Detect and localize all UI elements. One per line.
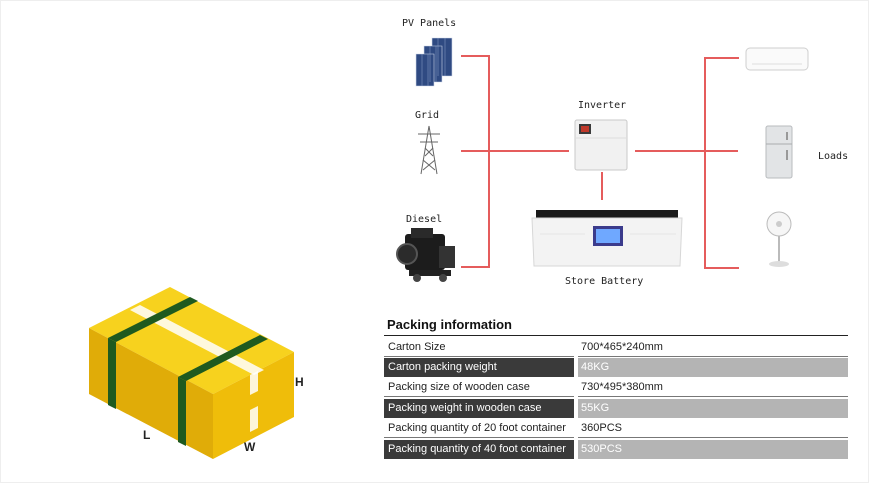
table-row: Carton packing weight 48KG xyxy=(384,358,848,377)
row-label: Packing size of wooden case xyxy=(384,378,574,397)
fan-image xyxy=(766,211,792,267)
table-row: Carton Size 700*465*240mm xyxy=(384,338,848,357)
row-value: 48KG xyxy=(578,358,848,377)
row-label: Packing quantity of 20 foot container xyxy=(384,419,574,438)
diesel-label: Diesel xyxy=(406,214,443,225)
connector-line xyxy=(461,150,569,152)
carton-box-illustration xyxy=(89,287,294,459)
connector-line xyxy=(601,172,603,200)
row-value: 700*465*240mm xyxy=(578,338,848,357)
row-label: Carton packing weight xyxy=(384,358,574,377)
table-row: Packing quantity of 20 foot container 36… xyxy=(384,419,848,438)
table-row: Packing weight in wooden case 55KG xyxy=(384,399,848,418)
row-value: 530PCS xyxy=(578,440,848,459)
row-value: 360PCS xyxy=(578,419,848,438)
grid-label: Grid xyxy=(415,110,440,121)
store-battery-image xyxy=(531,210,683,267)
diesel-generator-image xyxy=(396,228,455,282)
row-label: Carton Size xyxy=(384,338,574,357)
connector-line xyxy=(704,57,739,59)
connector-line xyxy=(704,267,739,269)
inverter-label: Inverter xyxy=(578,100,627,111)
pv-panels-image xyxy=(415,37,453,87)
length-label: L xyxy=(143,428,151,442)
store-battery-label: Store Battery xyxy=(565,276,644,287)
connector-line xyxy=(461,266,490,268)
connector-line xyxy=(461,55,489,57)
connector-line xyxy=(635,150,738,152)
table-row: Packing size of wooden case 730*495*380m… xyxy=(384,378,848,397)
inverter-image xyxy=(574,119,628,171)
table-row: Packing quantity of 40 foot container 53… xyxy=(384,440,848,459)
row-label: Packing weight in wooden case xyxy=(384,399,574,418)
pv-panels-label: PV Panels xyxy=(402,18,457,29)
grid-tower-image xyxy=(418,125,440,175)
height-label: H xyxy=(295,375,304,389)
connector-line xyxy=(488,55,490,268)
air-conditioner-image xyxy=(745,47,809,71)
row-value: 55KG xyxy=(578,399,848,418)
loads-label: Loads xyxy=(818,151,849,162)
refrigerator-image xyxy=(765,125,793,179)
row-value: 730*495*380mm xyxy=(578,378,848,397)
table-top-rule xyxy=(384,335,848,336)
connector-line xyxy=(704,57,706,269)
packing-info-title: Packing information xyxy=(387,317,512,332)
width-label: W xyxy=(244,440,256,454)
row-label: Packing quantity of 40 foot container xyxy=(384,440,574,459)
